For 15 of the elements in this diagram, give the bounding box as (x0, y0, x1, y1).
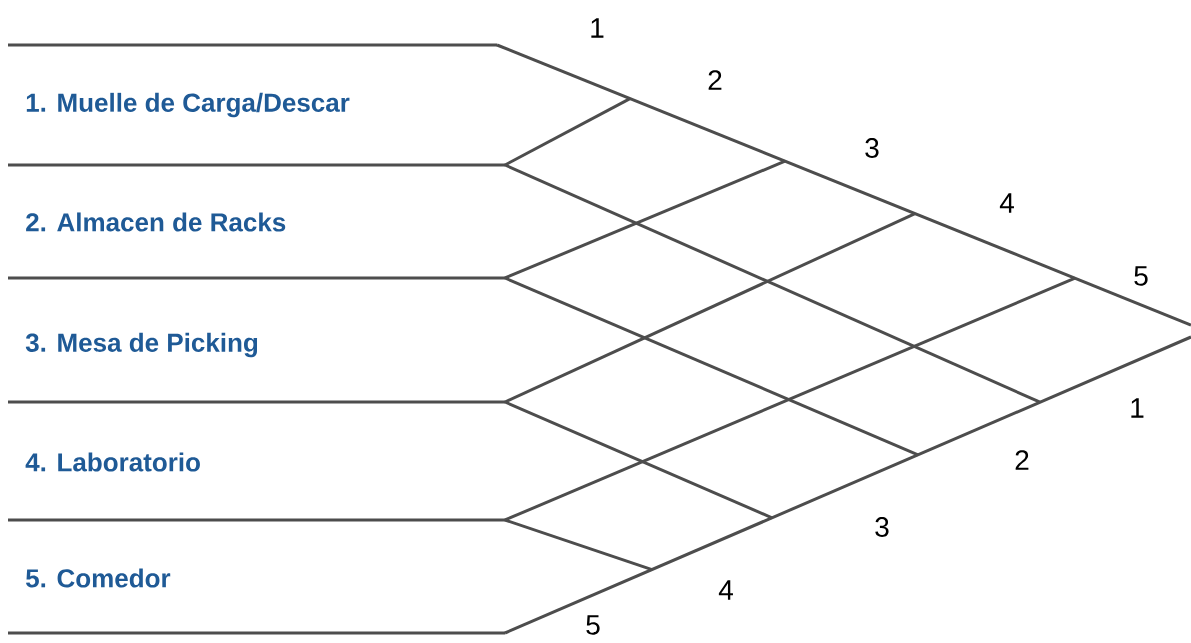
column-number: 3 (875, 517, 889, 537)
column-number: 5 (586, 615, 600, 635)
column-number: 1 (591, 18, 604, 38)
row-label: 1. Muelle de Carga/Descar (26, 92, 350, 118)
row-label: 3. Mesa de Picking (25, 332, 258, 358)
row-label: 2. Almacen de Racks (26, 212, 286, 232)
column-number: 2 (1015, 450, 1029, 470)
column-number: 4 (718, 580, 733, 600)
row-label: 5. Comedor (26, 568, 171, 588)
column-number: 5 (1134, 266, 1148, 286)
column-number: 2 (708, 70, 722, 90)
row-label: 4. Laboratorio (25, 452, 200, 472)
column-number: 1 (1131, 398, 1144, 418)
column-number: 4 (999, 193, 1014, 213)
column-number: 3 (865, 138, 879, 158)
